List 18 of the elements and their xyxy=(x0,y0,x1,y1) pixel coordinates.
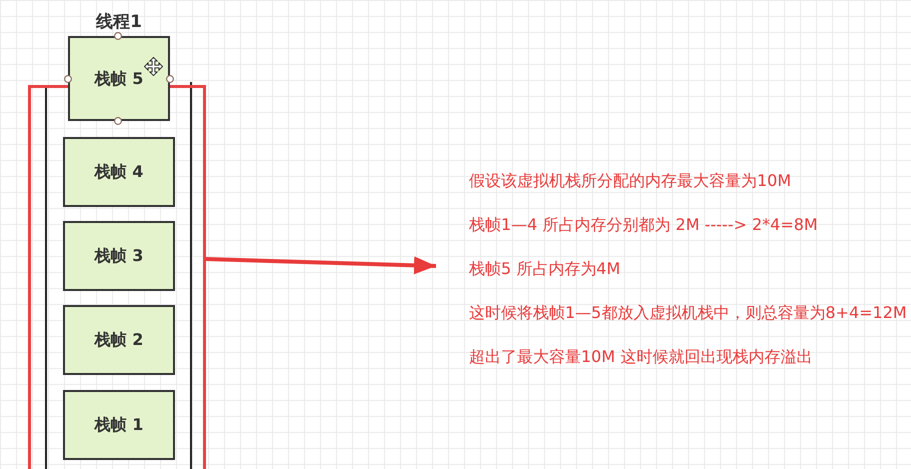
arrow xyxy=(206,256,436,274)
thread-heading: 线程1 xyxy=(94,11,143,33)
stack-frame-box xyxy=(63,221,175,291)
stack-frame-box xyxy=(63,137,175,207)
note-text: 超出了最大容量10M 这时候就回出现栈内存溢出 xyxy=(469,346,814,368)
stack-boundary-outline xyxy=(28,85,206,469)
stack-frame-label: 栈帧 1 xyxy=(94,414,144,436)
stack-frame-label: 栈帧 5 xyxy=(94,68,144,90)
stack-frame-label: 栈帧 2 xyxy=(94,329,144,351)
note-text: 假设该虚拟机栈所分配的内存最大容量为10M xyxy=(469,170,792,192)
stack-frame-box xyxy=(63,390,175,460)
note-text: 这时候将栈帧1—5都放入虚拟机栈中，则总容量为8+4=12M xyxy=(469,302,908,324)
note-text: 栈帧5 所占内存为4M xyxy=(469,258,622,280)
note-text: 栈帧1—4 所占内存分别都为 2M -----> 2*4=8M xyxy=(469,214,819,236)
stack-frame-label: 栈帧 3 xyxy=(94,245,144,267)
stack-frame-box xyxy=(63,305,175,375)
stack-frame-box xyxy=(68,36,170,121)
stack-frame-label: 栈帧 4 xyxy=(94,161,144,183)
